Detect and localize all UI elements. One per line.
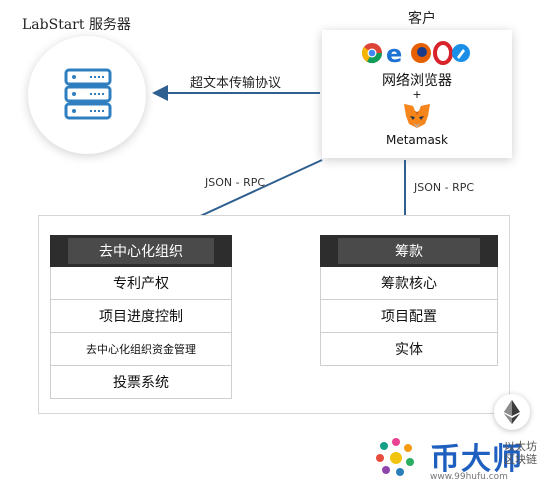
svg-text:e: e (386, 40, 402, 66)
dao-row-progress: 项目进度控制 (50, 300, 232, 333)
rpc-right-label: JSON - RPC (414, 181, 475, 194)
edge-icon: e (386, 40, 402, 66)
watermark-side-text: 以太坊区块链 (504, 440, 537, 466)
chrome-icon (361, 43, 383, 64)
metamask-fox-icon (404, 104, 430, 128)
server-title: LabStart 服务器 (22, 17, 131, 33)
safari-icon (452, 44, 470, 62)
dao-row-treasury: 去中心化组织资金管理 (50, 333, 232, 366)
plus-sign: + (412, 88, 422, 101)
dao-row-patent: 专利产权 (50, 267, 232, 300)
browser-icons: e (361, 40, 470, 66)
server-icon (64, 68, 112, 120)
fund-row-core: 筹款核心 (320, 267, 498, 300)
ethereum-icon (504, 400, 520, 424)
opera-icon (433, 41, 453, 65)
dao-panel-title: 去中心化组织 (68, 238, 214, 264)
metamask-label: Metamask (385, 133, 449, 147)
http-label: 超文本传输协议 (190, 76, 282, 91)
fundraising-panel-header: 筹款 (320, 235, 498, 267)
fundraising-panel: 筹款 筹款核心 项目配置 实体 (320, 235, 498, 366)
fund-row-config: 项目配置 (320, 300, 498, 333)
dao-panel-header: 去中心化组织 (50, 235, 232, 267)
watermark-url: www.99hufu.com (430, 472, 508, 482)
rpc-left-label: JSON - RPC (205, 176, 266, 189)
watermark-logo-icon (376, 438, 414, 476)
fundraising-panel-title: 筹款 (337, 238, 481, 264)
client-title: 客户 (408, 11, 436, 27)
firefox-icon (411, 43, 431, 63)
dao-row-voting: 投票系统 (50, 366, 232, 399)
browser-label: 网络浏览器 (382, 73, 452, 89)
watermark-brand: 币大师 (430, 442, 523, 477)
server-node (28, 36, 146, 154)
fund-row-entity: 实体 (320, 333, 498, 366)
dao-panel: 去中心化组织 专利产权 项目进度控制 去中心化组织资金管理 投票系统 (50, 235, 232, 399)
